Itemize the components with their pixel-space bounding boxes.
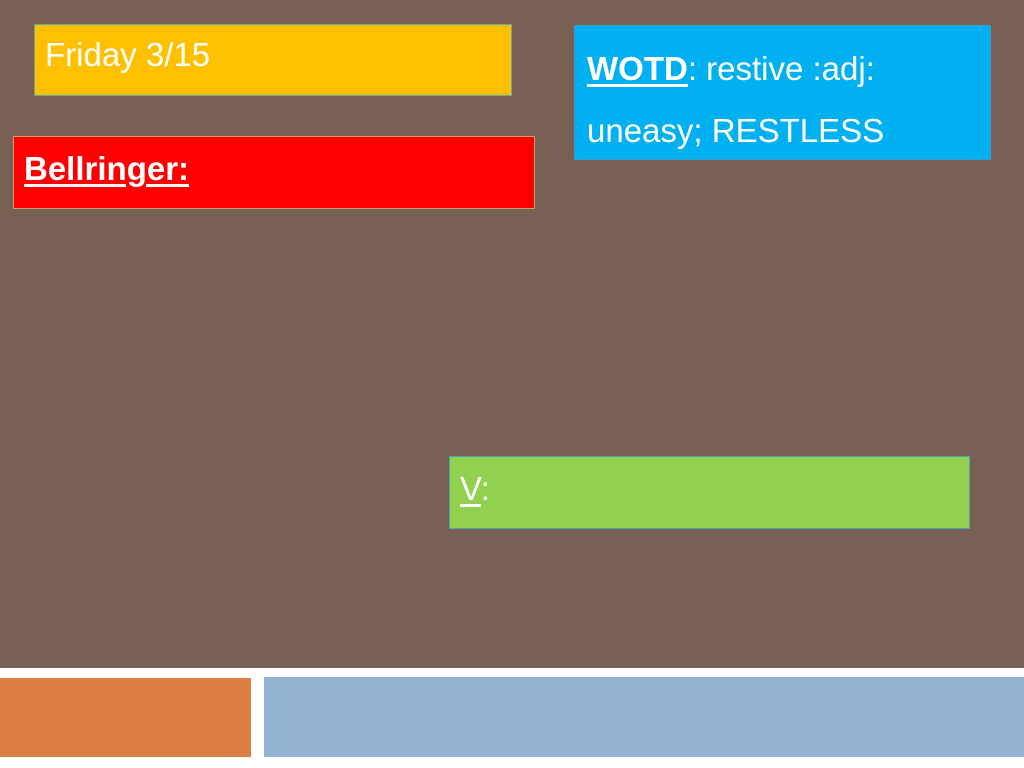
v-box: V: xyxy=(449,456,970,529)
wotd-definition-start: : restive :adj: xyxy=(687,50,875,87)
word-of-the-day-box: WOTD: restive :adj: uneasy; RESTLESS xyxy=(574,25,991,160)
v-suffix: : xyxy=(480,470,490,507)
bellringer-label: Bellringer: xyxy=(24,150,190,187)
wotd-definition-end: uneasy; RESTLESS xyxy=(587,112,885,149)
date-text: Friday 3/15 xyxy=(45,36,211,73)
v-label: V xyxy=(460,470,481,507)
bellringer-box: Bellringer: xyxy=(13,136,535,209)
date-box: Friday 3/15 xyxy=(34,24,512,96)
slide-canvas: Friday 3/15 WOTD: restive :adj: uneasy; … xyxy=(0,0,1024,668)
footer-accent-right xyxy=(264,677,1024,757)
wotd-label: WOTD xyxy=(587,50,688,87)
footer-accent-left xyxy=(0,678,251,757)
